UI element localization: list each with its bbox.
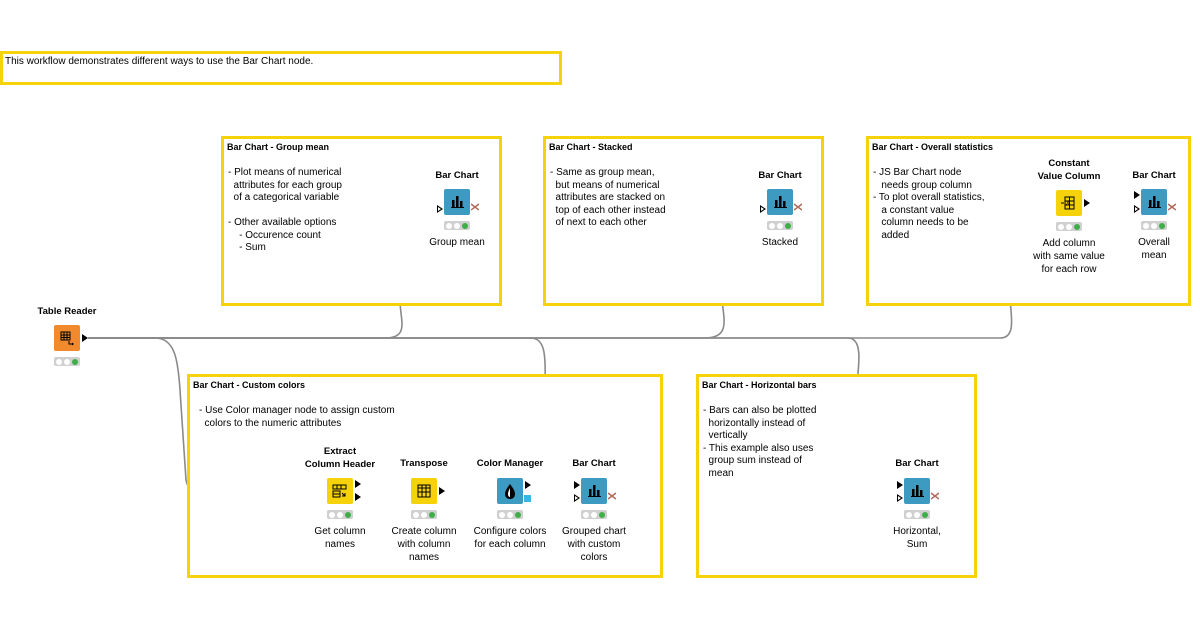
node-title: Constant Value Column [1037, 158, 1101, 182]
annotation-overall-statistics[interactable]: Bar Chart - Overall statistics - JS Bar … [866, 136, 1191, 306]
status-indicator [54, 357, 80, 366]
input-port[interactable] [897, 481, 903, 489]
annotation-title: Bar Chart - Overall statistics [872, 142, 994, 152]
view-port-icon[interactable] [1167, 198, 1177, 211]
annotation-text: - Use Color manager node to assign custo… [199, 405, 395, 429]
view-port-icon[interactable] [930, 487, 940, 500]
annotation-title: Bar Chart - Custom colors [193, 380, 306, 390]
view-port-icon[interactable] [793, 198, 803, 211]
status-indicator [581, 510, 607, 519]
annotation-title: Bar Chart - Group mean [227, 142, 330, 152]
node-label[interactable]: Overall mean [1138, 237, 1170, 261]
status-indicator [904, 510, 930, 519]
table-reader-icon[interactable] [54, 325, 80, 351]
constant-value-icon[interactable]: x [1056, 190, 1082, 216]
node-label[interactable]: Configure colors for each column [473, 526, 547, 550]
output-port[interactable] [355, 493, 361, 501]
color-drop-icon[interactable] [497, 478, 523, 504]
view-port-icon[interactable] [607, 487, 617, 500]
node-title: Bar Chart [435, 170, 479, 181]
bar-chart-icon[interactable] [444, 189, 470, 215]
view-port-icon[interactable] [470, 198, 480, 211]
status-indicator [767, 221, 793, 230]
node-label[interactable]: Grouped chart with custom colors [562, 526, 626, 563]
input-port[interactable] [574, 494, 580, 502]
transpose-icon[interactable] [411, 478, 437, 504]
input-port[interactable] [897, 494, 903, 502]
input-port[interactable] [574, 481, 580, 489]
input-port[interactable] [760, 205, 766, 213]
annotation-text: - Bars can also be plotted horizontally … [703, 405, 817, 479]
node-title: Bar Chart [572, 458, 616, 469]
output-port[interactable] [525, 481, 531, 489]
output-port[interactable] [1084, 199, 1090, 207]
annotation-custom-colors[interactable]: Bar Chart - Custom colors - Use Color ma… [187, 374, 663, 578]
output-port[interactable] [82, 334, 88, 342]
node-label[interactable]: Horizontal, Sum [893, 526, 941, 550]
intro-text: This workflow demonstrates different way… [5, 56, 314, 67]
status-indicator [1141, 221, 1167, 230]
node-title: Transpose [400, 458, 448, 469]
node-label[interactable]: Create column with column names [391, 526, 457, 563]
annotation-horizontal-bars[interactable]: Bar Chart - Horizontal bars - Bars can a… [696, 374, 977, 578]
input-port[interactable] [1134, 205, 1140, 213]
output-port[interactable] [355, 480, 361, 488]
extract-header-icon[interactable] [327, 478, 353, 504]
status-indicator [327, 510, 353, 519]
status-indicator [1056, 222, 1082, 231]
node-label[interactable]: Group mean [429, 237, 485, 248]
output-port[interactable] [439, 487, 445, 495]
model-port-icon[interactable] [524, 495, 531, 502]
node-title: Bar Chart [758, 170, 802, 181]
intro-annotation[interactable]: This workflow demonstrates different way… [0, 51, 562, 85]
input-port[interactable] [437, 205, 443, 213]
annotation-text: - JS Bar Chart node needs group column -… [873, 167, 985, 241]
annotation-text: - Plot means of numerical attributes for… [228, 167, 342, 253]
node-title: Table Reader [37, 306, 97, 317]
node-label[interactable]: Stacked [761, 237, 799, 248]
node-title: Bar Chart [1132, 170, 1176, 181]
node-label[interactable]: Add column with same value for each row [1033, 238, 1105, 275]
bar-chart-icon[interactable] [581, 478, 607, 504]
node-title: Bar Chart [895, 458, 939, 469]
input-port[interactable] [1134, 191, 1140, 199]
bar-chart-icon[interactable] [904, 478, 930, 504]
bar-chart-icon[interactable] [767, 189, 793, 215]
annotation-title: Bar Chart - Stacked [549, 142, 633, 152]
node-label[interactable]: Get column names [314, 526, 366, 550]
svg-text:x: x [1066, 200, 1070, 207]
annotation-title: Bar Chart - Horizontal bars [702, 380, 817, 390]
annotation-text: - Same as group mean, but means of numer… [550, 167, 666, 228]
node-title: Color Manager [476, 458, 544, 469]
bar-chart-icon[interactable] [1141, 189, 1167, 215]
node-title: Extract Column Header [304, 446, 376, 470]
status-indicator [497, 510, 523, 519]
status-indicator [411, 510, 437, 519]
status-indicator [444, 221, 470, 230]
